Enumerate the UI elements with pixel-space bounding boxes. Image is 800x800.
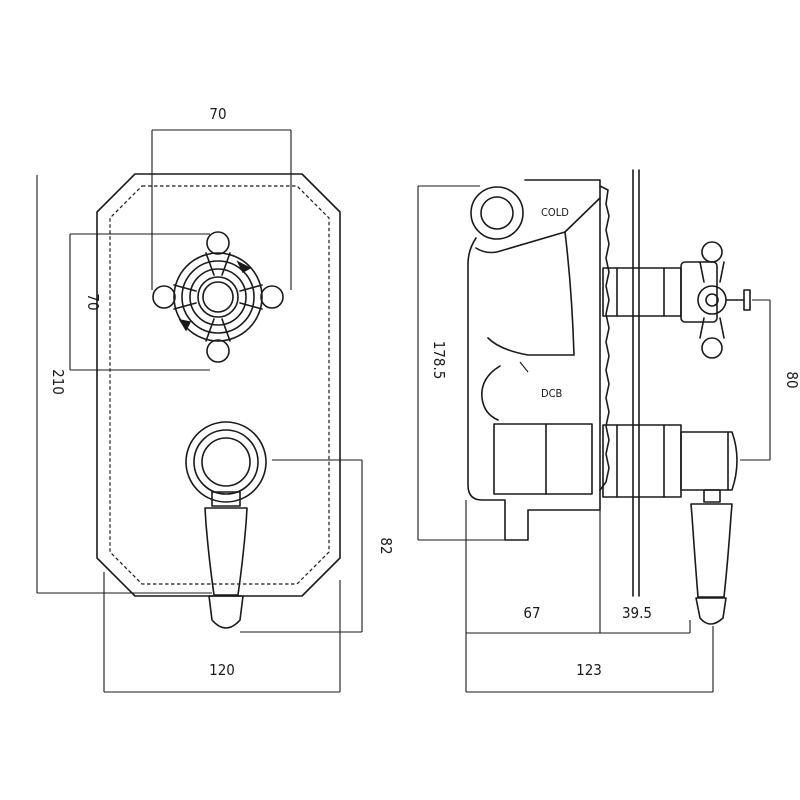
cross-handle-icon <box>152 231 284 363</box>
cold-label: COLD <box>541 206 569 219</box>
dim-side-depths: 67 39.5 <box>465 500 691 692</box>
dim-side-handle-projection-label: 39.5 <box>622 604 652 622</box>
dim-front-top-width: 70 <box>151 105 292 290</box>
dim-side-handle-spacing-label: 80 <box>783 371 800 388</box>
dim-front-handle-height: 70 <box>69 233 210 371</box>
dim-front-top-width-label: 70 <box>209 105 226 123</box>
dim-front-total-width-label: 120 <box>209 661 235 679</box>
front-plate-outline <box>96 173 341 597</box>
valve-body-outline <box>467 179 601 541</box>
dcb-label: DCB <box>541 387 563 400</box>
dim-side-total-depth: 123 <box>466 626 714 693</box>
dim-front-total-height: 210 <box>36 175 212 594</box>
dim-side-handle-spacing: 80 <box>740 299 800 461</box>
side-cross-handle-icon <box>602 241 751 359</box>
lever-handle-icon <box>185 421 267 629</box>
dim-side-body-depth-label: 67 <box>523 604 540 622</box>
dim-side-total-depth-label: 123 <box>576 661 602 679</box>
faceplate-edge <box>599 185 610 491</box>
dim-front-total-height-label: 210 <box>49 369 67 395</box>
dim-side-height-label: 178.5 <box>430 341 448 380</box>
side-lever-handle-icon <box>602 424 738 625</box>
upper-body-curve <box>487 231 575 356</box>
front-plate-dashed-border <box>109 185 330 585</box>
cold-inlet-icon <box>470 186 524 240</box>
lower-block <box>493 423 593 495</box>
dcb-outlet-bump <box>481 365 501 421</box>
dim-front-lever-height: 82 <box>240 459 395 633</box>
dim-front-handle-height-label: 70 <box>84 293 102 310</box>
dim-front-lever-height-label: 82 <box>377 537 395 554</box>
dim-front-total-width: 120 <box>103 572 341 693</box>
front-view: 70 70 210 82 120 <box>36 105 395 693</box>
side-view: COLD DCB 178.5 80 67 39.5 <box>417 169 800 693</box>
dim-side-height: 178.5 <box>417 185 525 541</box>
upper-cone <box>475 197 601 254</box>
